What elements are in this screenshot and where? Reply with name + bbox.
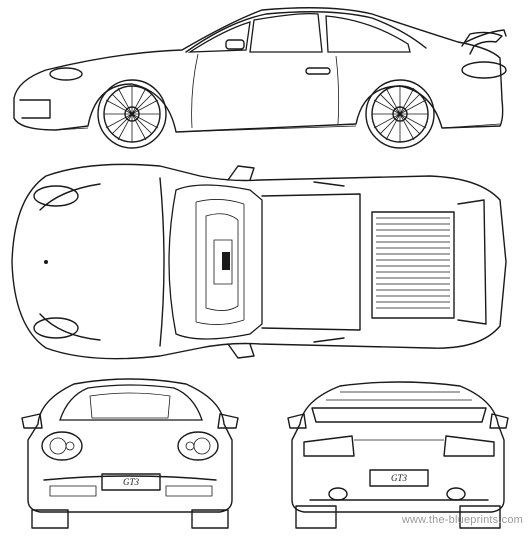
rear-exhaust-left — [328, 487, 348, 501]
front-lower-intakes — [49, 485, 213, 497]
rear-tire-right — [459, 505, 501, 529]
door-handle — [305, 67, 331, 75]
rear-wheel — [365, 79, 435, 149]
front-wheel — [97, 79, 167, 149]
side-taillight — [461, 61, 507, 79]
side-door-line — [191, 53, 340, 129]
front-mirror-right — [217, 413, 239, 429]
side-body-outline — [13, 7, 504, 133]
rear-wing — [461, 31, 503, 55]
rear-mirror-left — [287, 413, 307, 429]
top-body-outline — [11, 163, 507, 360]
rear-license-plate — [369, 469, 429, 487]
rear-wing — [311, 407, 487, 423]
top-roll-cage — [195, 199, 245, 325]
front-headlight-left — [41, 431, 83, 461]
rear-wing-top — [465, 29, 507, 43]
front-tire-left — [31, 509, 69, 529]
side-roofline — [185, 11, 427, 53]
front-bumper-line — [43, 475, 217, 481]
side-sill — [55, 123, 501, 133]
top-headlight-left — [33, 185, 79, 207]
top-rear-spoiler — [457, 199, 487, 325]
side-rear-window — [325, 15, 411, 53]
side-door-window — [249, 12, 323, 53]
side-windshield — [187, 21, 251, 53]
rear-body-outline — [291, 381, 505, 513]
rear-taillight-left — [303, 435, 355, 457]
front-headlight-right — [177, 431, 219, 461]
rear-wing-supports — [326, 391, 472, 401]
front-tire-right — [191, 509, 229, 529]
front-roll-cage — [89, 392, 171, 419]
top-fuel-cap — [44, 260, 48, 264]
front-plate-text: GT3 — [123, 477, 140, 487]
rear-taillight-right — [443, 435, 495, 457]
front-mirror-left — [21, 413, 43, 429]
watermark-text: www.the-blueprints.com — [401, 514, 523, 526]
side-front-intake — [19, 99, 51, 119]
top-headlight-right — [33, 317, 79, 339]
side-view — [13, 7, 507, 149]
side-headlight — [49, 67, 83, 81]
top-hood-line — [39, 177, 165, 347]
rear-mirror-right — [489, 413, 509, 429]
top-cabin — [261, 193, 361, 331]
front-windshield — [59, 384, 203, 421]
front-body-outline — [27, 378, 233, 513]
rear-exhaust-right — [446, 487, 466, 501]
rear-view: GT3 — [287, 381, 509, 529]
top-mirror-right — [227, 343, 255, 359]
front-view: GT3 — [21, 378, 239, 529]
top-mirror-left — [227, 165, 255, 181]
top-view — [11, 163, 507, 360]
top-side-scoops — [313, 181, 345, 343]
top-engine-grille — [371, 211, 455, 319]
front-license-plate — [101, 473, 161, 491]
top-windshield — [168, 184, 263, 340]
side-mirror — [225, 39, 245, 50]
rear-plate-text: GT3 — [391, 473, 408, 483]
rear-tire-left — [295, 505, 337, 529]
